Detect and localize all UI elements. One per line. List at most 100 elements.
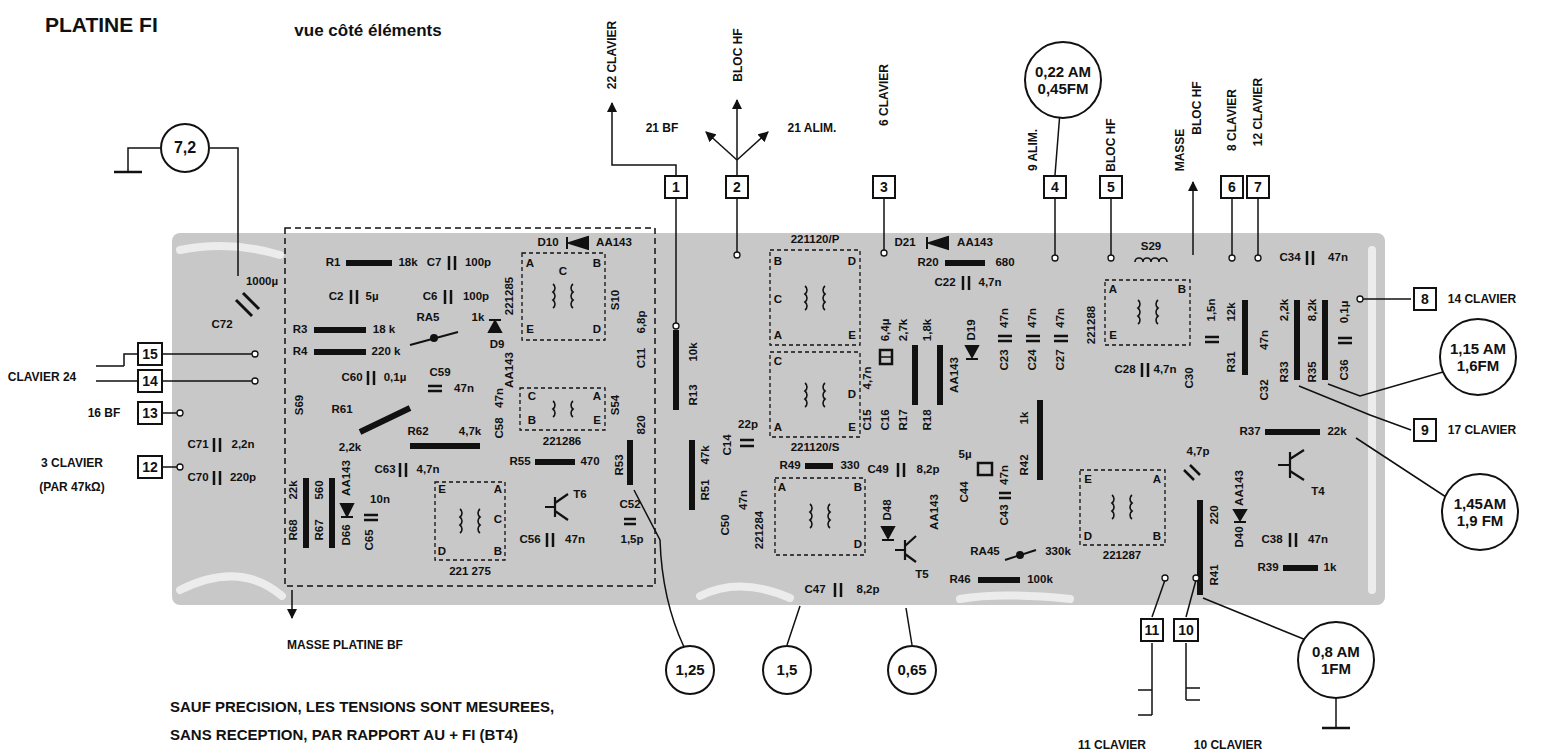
circuit-label: C22 — [934, 277, 955, 289]
circuit-label: E — [1084, 474, 1092, 486]
transformer-coil — [1112, 495, 1132, 519]
circuit-label: 221 275 — [449, 566, 491, 578]
wire — [163, 353, 255, 355]
wire — [737, 132, 768, 160]
resistor-symbol — [306, 263, 1325, 595]
circuit-label: C — [528, 391, 536, 403]
if-transformer — [770, 352, 860, 437]
if-transformer — [1105, 280, 1190, 345]
capacitor-symbol — [214, 251, 1352, 597]
diode-symbol — [882, 527, 894, 540]
circuit-label: T4 — [1311, 486, 1324, 498]
circuit-label: S29 — [1141, 241, 1161, 253]
circuit-label: D48 — [882, 499, 894, 520]
capacitor-symbol — [214, 256, 636, 547]
terminal-number: 3 — [872, 175, 896, 199]
diode-symbol — [489, 320, 501, 332]
wire — [883, 199, 885, 250]
circuit-label: 1,5p — [620, 534, 643, 546]
circuit-label: R42 — [1019, 454, 1031, 475]
circuit-label: 1k — [472, 312, 485, 324]
circuit-label: 221285 — [504, 277, 516, 315]
circuit-label: 18 k — [373, 324, 395, 336]
circuit-label: 221288 — [1086, 306, 1098, 344]
circuit-label: A — [494, 484, 502, 496]
circuit-label: C11 — [636, 348, 648, 368]
circuit-label: 0,1µ — [1339, 301, 1351, 324]
wire — [906, 608, 912, 645]
circuit-label: A — [774, 330, 782, 342]
circuit-label: C7 — [427, 257, 442, 269]
circuit-label: B — [593, 258, 601, 270]
circuit-label: S69 — [294, 395, 306, 415]
voltage-callout: 1,25 — [665, 645, 715, 695]
capacitor-symbol — [740, 251, 1352, 597]
circuit-label: 10k — [688, 342, 700, 361]
circuit-label: A — [778, 482, 786, 494]
circuit-label: B — [1178, 284, 1186, 296]
circuit-label: S10 — [610, 290, 622, 310]
transistor-symbol — [545, 494, 568, 520]
voltage-callout: 1,5 — [762, 645, 812, 695]
circuit-label: 22 CLAVIER — [606, 21, 618, 89]
circuit-label: 12k — [1226, 302, 1238, 321]
circuit-label: C15 — [862, 409, 874, 430]
circuit-label: AA143 — [341, 460, 353, 496]
circuit-label: 5µ — [365, 291, 378, 303]
circuit-label: B — [1153, 531, 1161, 543]
circuit-label: R41 — [1209, 564, 1221, 585]
node-text: 7 — [1254, 179, 1262, 195]
board-pin — [1108, 255, 1114, 261]
circuit-label: C36 — [1339, 359, 1351, 380]
circuit-label: AA143 — [504, 352, 516, 388]
node-text: 10 — [1178, 622, 1194, 638]
circuit-label: C71 — [187, 439, 208, 451]
resistor-symbol — [306, 263, 1325, 595]
wire — [1356, 438, 1446, 497]
node-text: 7,2 — [174, 139, 196, 157]
circuit-label: 4,7k — [459, 426, 481, 438]
circuit-label: R31 — [1226, 351, 1238, 372]
circuit-label: 100p — [465, 257, 491, 269]
circuit-label: E — [438, 484, 446, 496]
circuit-label: R62 — [407, 426, 428, 438]
board-pin — [1052, 255, 1058, 261]
node-text: 2 — [733, 179, 741, 195]
if-transformer — [522, 253, 605, 340]
wire — [96, 354, 137, 381]
circuit-label: 8,2p — [916, 464, 939, 476]
circuit-label: 820 — [636, 415, 648, 434]
circuit-label: MASSE PLATINE BF — [287, 639, 403, 651]
circuit-label: 3 CLAVIER — [41, 457, 103, 469]
copper-track — [180, 576, 282, 596]
circuit-label: C — [774, 294, 782, 306]
circuit-label: 220p — [230, 472, 256, 484]
circuit-label: 8 CLAVIER — [1226, 89, 1238, 151]
circuit-label: R1 — [326, 257, 341, 269]
circuit-label: C — [559, 266, 567, 278]
node-text: 6 — [1228, 179, 1236, 195]
voltage-callout: 1,15 AM 1,6FM — [1439, 318, 1518, 397]
node-text: 3 — [880, 179, 888, 195]
circuit-label: 100p — [463, 291, 489, 303]
circuit-label: D10 — [537, 237, 558, 249]
node-text: 0,65 — [897, 661, 926, 678]
circuit-label: 2,2k — [1279, 299, 1291, 321]
circuit-label: D — [848, 256, 856, 268]
circuit-label: 2,7k — [898, 319, 910, 341]
circuit-label: 220 — [1209, 505, 1221, 524]
node-text: 5 — [1107, 179, 1115, 195]
circuit-label: 47n — [565, 534, 585, 546]
circuit-board — [172, 233, 1385, 605]
circuit-label: 22k — [288, 480, 300, 499]
circuit-label: R13 — [688, 384, 700, 405]
board-pin — [252, 378, 258, 384]
circuit-label: C58 — [494, 417, 506, 438]
board-pin — [1229, 255, 1235, 261]
circuit-label: R39 — [1257, 562, 1278, 574]
circuit-label: 2,2k — [339, 442, 361, 454]
node-text: 14 — [142, 373, 158, 389]
circuit-label: 6,8p — [636, 310, 648, 333]
circuit-label: 330k — [1045, 546, 1071, 558]
node-text: 4 — [1051, 179, 1059, 195]
